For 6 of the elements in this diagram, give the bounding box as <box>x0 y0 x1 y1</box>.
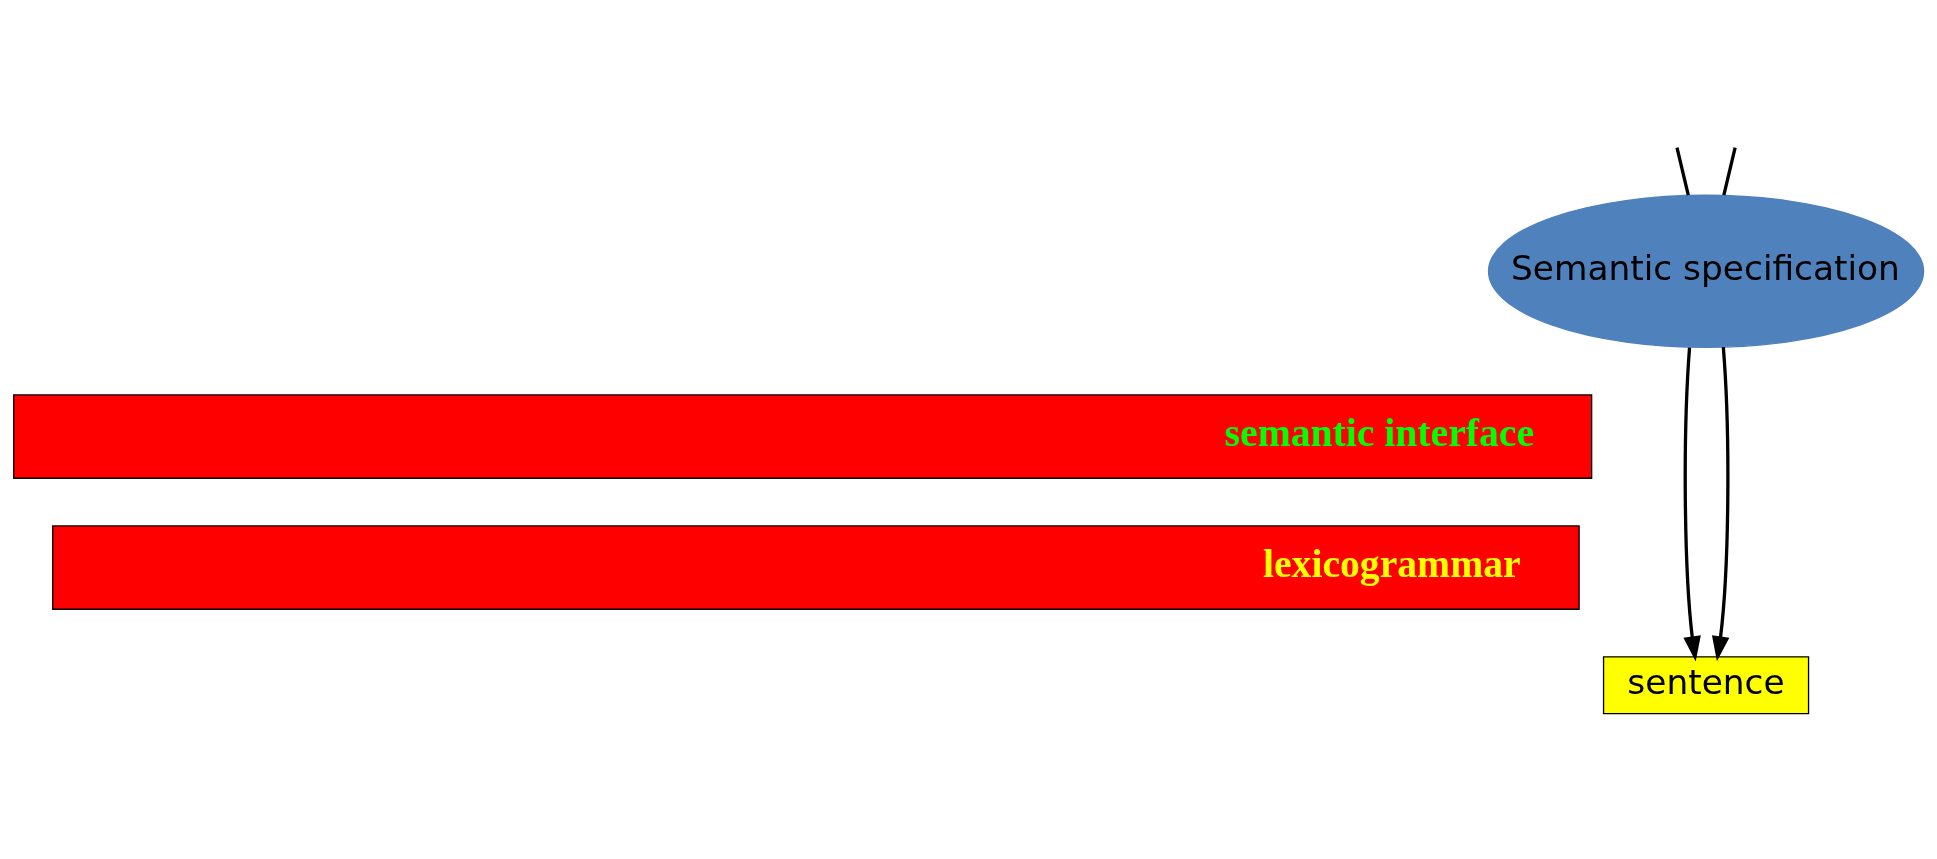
connector <box>1722 146 1737 196</box>
connector <box>1675 146 1690 196</box>
arrow <box>1683 346 1701 661</box>
node-ellipse: Semantic specification <box>1487 194 1925 348</box>
arrow <box>1711 346 1730 661</box>
node-box: sentence <box>1602 655 1810 714</box>
